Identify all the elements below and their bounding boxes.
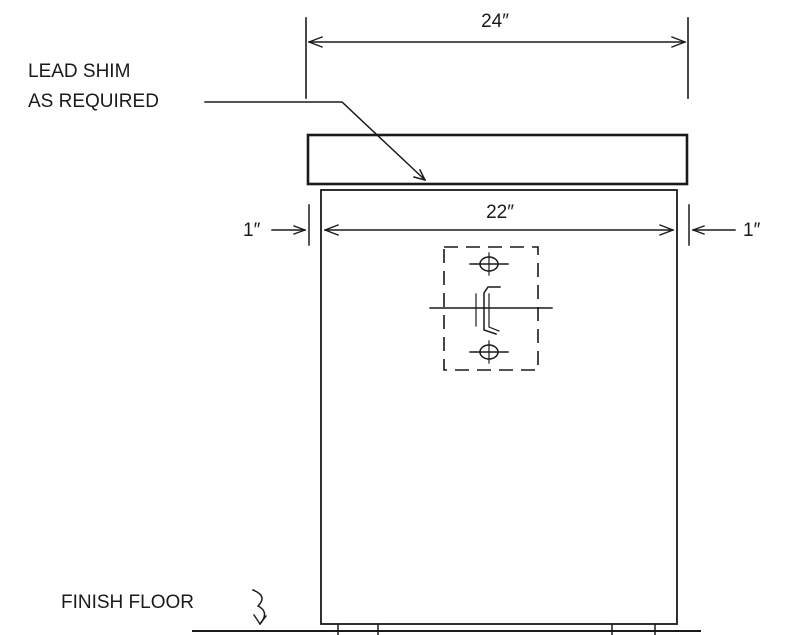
dimension-24-in: 24″ <box>305 11 689 99</box>
dimension-label-1-right: 1″ <box>743 220 761 241</box>
arrowhead-left-icon <box>324 224 339 236</box>
dimension-label-22: 22″ <box>486 202 514 223</box>
finish-floor: FINISH FLOOR <box>61 589 701 635</box>
dimension-label-24: 24″ <box>481 11 509 32</box>
arrowhead-right-icon <box>659 224 674 236</box>
arrowhead-left-icon <box>308 36 323 48</box>
lead-shim-callout: LEAD SHIM AS REQUIRED <box>28 61 427 182</box>
dimension-1-in-right: 1″ <box>688 204 761 246</box>
cabinet-body <box>320 189 678 625</box>
top-plate <box>306 133 689 186</box>
dimension-22-in: 22″ <box>324 202 674 236</box>
finish-floor-arrowhead-icon <box>253 614 267 625</box>
leader-line <box>204 101 427 182</box>
dimension-1-in-left: 1″ <box>243 204 310 246</box>
mounting-bracket-detail <box>429 246 553 371</box>
finish-floor-leader <box>252 589 266 626</box>
lower-bolt-icon <box>469 340 509 364</box>
arrowhead-right-icon <box>671 36 686 48</box>
lead-shim-label-line1: LEAD SHIM <box>28 61 130 82</box>
dimension-label-1-left: 1″ <box>243 220 261 241</box>
arrowhead-icon <box>293 225 306 235</box>
leader-arrowhead-icon <box>413 168 427 182</box>
channel-profile-icon <box>475 286 501 335</box>
lead-shim-label-line2: AS REQUIRED <box>28 91 159 112</box>
finish-floor-label: FINISH FLOOR <box>61 592 194 613</box>
upper-bolt-icon <box>469 252 509 276</box>
arrowhead-icon <box>692 225 705 235</box>
